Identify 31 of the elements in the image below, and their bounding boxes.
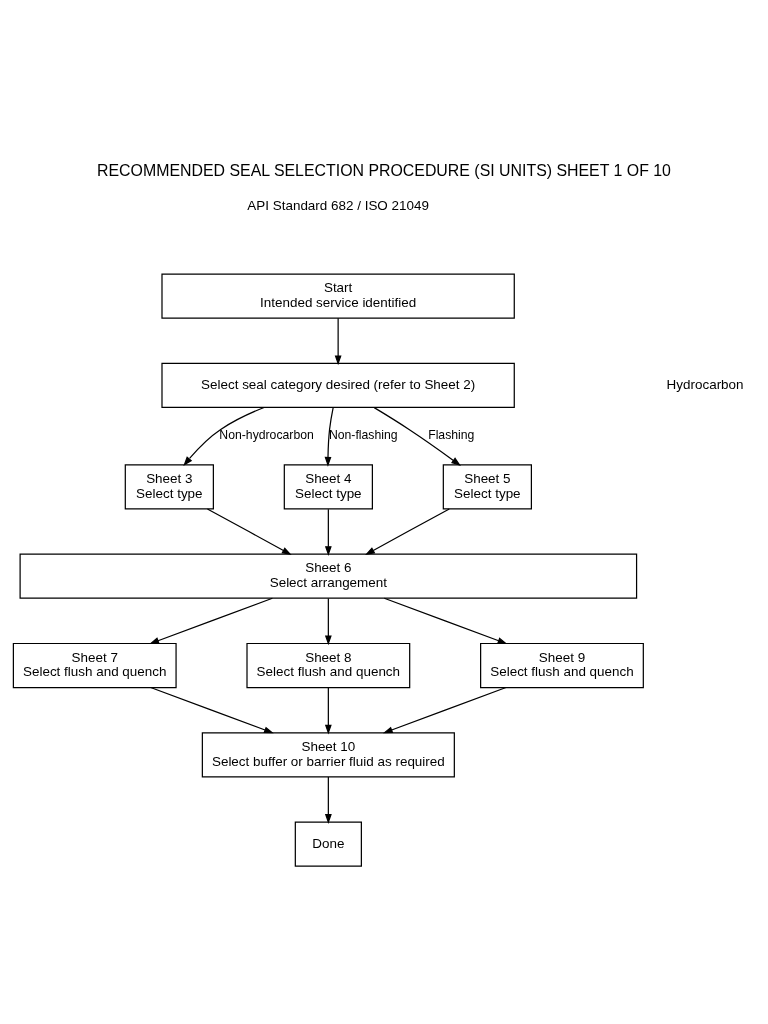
node-box: Sheet 6 Select arrangement: [19, 553, 638, 599]
arrow: [149, 597, 273, 644]
arrow: [324, 776, 332, 824]
node-box: Select seal category desired (refer to Sheet 2): [161, 362, 515, 409]
node-box: Sheet 9 Select flush and quench: [480, 642, 644, 689]
arrow: [334, 317, 342, 366]
node-box: Sheet 3 Select type: [124, 464, 214, 510]
arrow: [206, 508, 292, 555]
arrow: [324, 597, 332, 646]
edge-label: Flashing: [428, 428, 475, 443]
node-box: Sheet 10 Select buffer or barrier fluid as required: [201, 732, 455, 778]
arrow: [324, 508, 332, 556]
node-box: Sheet 4 Select type: [283, 464, 373, 510]
arrow: [183, 406, 265, 467]
arrow: [365, 508, 450, 555]
edge-label: Non-hydrocarbon: [219, 428, 314, 443]
label: Hydrocarbon: [666, 376, 744, 392]
node-box: Sheet 8 Select flush and quench: [246, 642, 411, 689]
node-box: Sheet 7 Select flush and quench: [12, 642, 177, 689]
edge-label: Non-flashing: [328, 428, 398, 443]
arrow: [383, 597, 508, 644]
arrow: [324, 687, 332, 735]
node-box: Sheet 5 Select type: [442, 464, 532, 510]
arrow: [324, 407, 334, 467]
node-box: Start Intended service identified: [161, 273, 515, 319]
arrow: [382, 686, 507, 734]
diagram-title: RECOMMENDED SEAL SELECTION PROCEDURE (SI UNITS) SHEET 1 OF 10: [97, 161, 671, 179]
arrow: [150, 686, 274, 734]
node-box: Done: [294, 821, 362, 867]
label: API Standard 682 / ISO 21049: [247, 198, 429, 214]
arrow: [373, 407, 461, 466]
